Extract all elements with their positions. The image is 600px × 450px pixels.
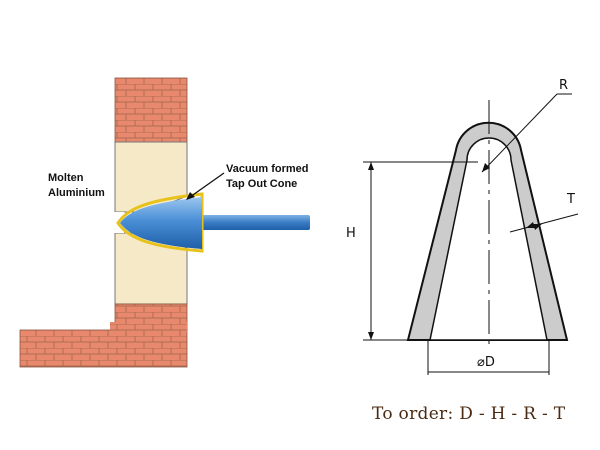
label-cone-line1: Vacuum formed (226, 163, 309, 175)
dim-t (509, 213, 579, 233)
brick-floor-step (110, 322, 187, 332)
label-cone-line2: Tap Out Cone (226, 178, 297, 190)
dim-d-label: ⌀D (477, 355, 495, 370)
dim-r (481, 93, 572, 173)
dim-r-label: R (559, 78, 568, 93)
leader-arrow (186, 172, 225, 200)
dim-d (427, 340, 550, 375)
order-code: To order: D - H - R - T (372, 404, 566, 424)
rod (200, 215, 310, 230)
cone-body (120, 197, 202, 249)
brick-upper (114, 77, 188, 143)
cone-profile (406, 121, 569, 341)
tap-out-cone (116, 192, 310, 253)
label-molten-line2: Aluminium (48, 187, 105, 199)
furnace-wall (19, 77, 188, 368)
dim-h (363, 161, 478, 341)
profile-inner (429, 137, 548, 341)
dim-h-label: H (346, 226, 356, 241)
brick-floor (19, 329, 188, 368)
label-molten-line1: Molten (48, 172, 84, 184)
dim-t-label: T (566, 192, 575, 207)
